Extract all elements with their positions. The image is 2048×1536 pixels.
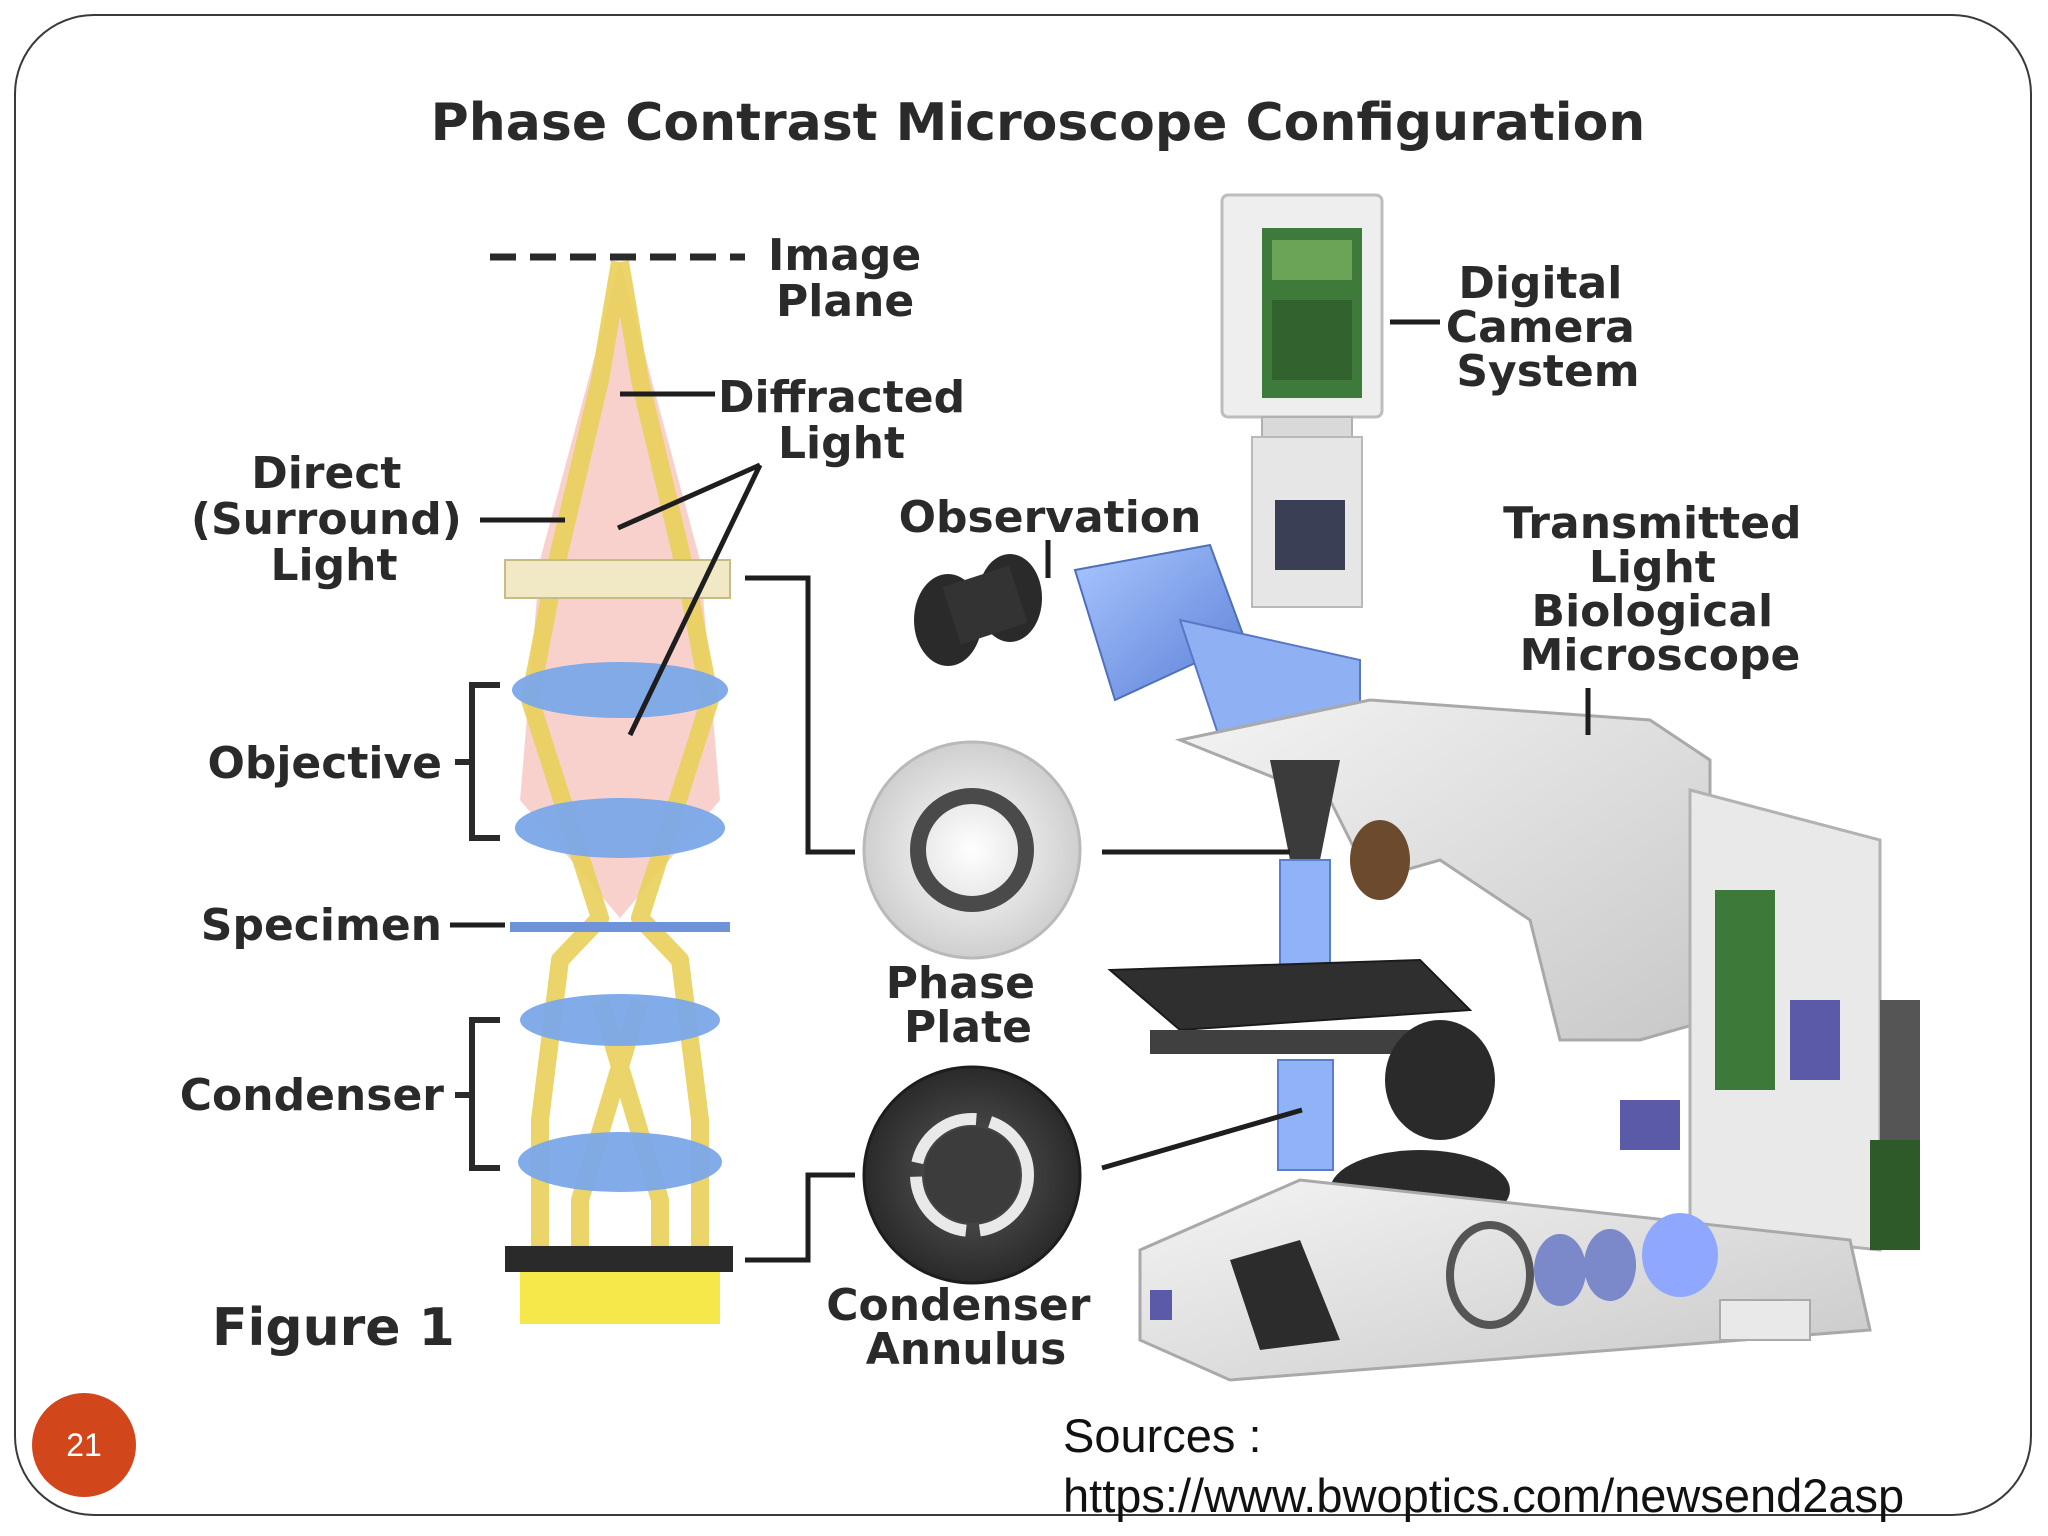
microscope-line-1: Transmitted bbox=[1503, 498, 1801, 549]
microscope-label: Transmitted Light Biological Microscope bbox=[1503, 498, 1817, 681]
phase-plate-line-2: Plate bbox=[904, 1002, 1032, 1053]
leader-lines bbox=[450, 391, 855, 1263]
direct-light-label: Direct (Surround) Light bbox=[191, 448, 477, 591]
objective-bracket bbox=[455, 682, 500, 841]
diffracted-light-label: Diffracted Light bbox=[718, 372, 980, 469]
condenser-lens-upper bbox=[520, 994, 720, 1046]
condenser-bracket bbox=[455, 1017, 500, 1171]
microscope-line-3: Biological bbox=[1532, 586, 1774, 637]
phase-plate-label: Phase Plate bbox=[886, 958, 1051, 1053]
diffracted-light-line-2: Light bbox=[778, 418, 905, 469]
image-plane-label: Image Plane bbox=[768, 230, 937, 327]
camera-line-1: Digital bbox=[1458, 258, 1622, 309]
direct-light-line-1: Direct bbox=[251, 448, 401, 499]
microscope-leader-lines bbox=[1045, 319, 1591, 1171]
objective-lens-upper bbox=[512, 662, 728, 718]
page-number-badge: 21 bbox=[32, 1393, 136, 1497]
annulus-bar bbox=[505, 1246, 733, 1272]
microscope-illustration bbox=[914, 193, 1920, 1382]
camera-line-3: System bbox=[1456, 346, 1639, 397]
camera-line-2: Camera bbox=[1446, 302, 1635, 353]
diffracted-light-line-1: Diffracted bbox=[718, 372, 965, 423]
figure-number-label: Figure 1 bbox=[212, 1298, 455, 1358]
microscope-line-4: Microscope bbox=[1520, 630, 1801, 681]
specimen-slide bbox=[510, 922, 730, 932]
image-plane-line-2: Plane bbox=[776, 276, 914, 327]
condenser-annulus-label: Condenser Annulus bbox=[826, 1280, 1106, 1375]
optical-path-diagram: Image Plane Diffracted Light Direct (Sur… bbox=[180, 230, 980, 1358]
observation-label: Observation bbox=[899, 492, 1202, 543]
condenser-annulus-line-2: Annulus bbox=[866, 1324, 1067, 1375]
camera-label: Digital Camera System bbox=[1446, 258, 1650, 397]
sources-citation: Sources : https://www.bwoptics.com/newse… bbox=[1063, 1406, 1904, 1526]
objective-lens-lower bbox=[515, 798, 725, 858]
figure-title: Phase Contrast Microscope Configuration bbox=[431, 93, 1646, 153]
condenser-label: Condenser bbox=[180, 1070, 445, 1121]
specimen-label: Specimen bbox=[201, 900, 442, 951]
condenser-lens-lower bbox=[518, 1132, 722, 1192]
image-plane-line-1: Image bbox=[768, 230, 921, 281]
sources-label: Sources : bbox=[1063, 1409, 1262, 1462]
microscope-line-2: Light bbox=[1589, 542, 1716, 593]
light-source bbox=[520, 1272, 720, 1324]
direct-light-line-3: Light bbox=[271, 540, 398, 591]
objective-label: Objective bbox=[207, 738, 442, 789]
direct-light-line-2: (Surround) bbox=[191, 494, 462, 545]
phase-plate-bar bbox=[504, 559, 731, 599]
condenser-annulus-line-1: Condenser bbox=[826, 1280, 1091, 1331]
sources-url[interactable]: https://www.bwoptics.com/newsend2asp bbox=[1063, 1469, 1905, 1522]
phase-plate-disc bbox=[862, 740, 1082, 960]
phase-plate-line-1: Phase bbox=[886, 958, 1035, 1009]
condenser-annulus-disc bbox=[862, 1065, 1082, 1285]
